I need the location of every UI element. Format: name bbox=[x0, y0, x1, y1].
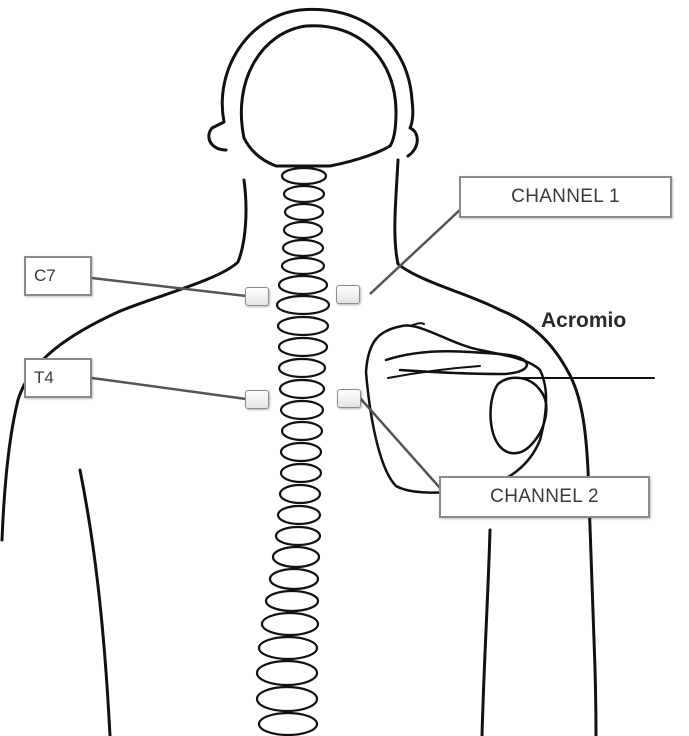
vertebra bbox=[276, 315, 330, 337]
vertebra bbox=[257, 711, 319, 736]
head-outline bbox=[207, 7, 419, 158]
vertebra bbox=[280, 420, 324, 442]
channel-2-label: CHANNEL 2 bbox=[439, 476, 650, 518]
vertebra bbox=[257, 635, 319, 661]
vertebra bbox=[280, 256, 326, 276]
vertebra bbox=[279, 399, 325, 421]
c7-label: C7 bbox=[24, 256, 92, 296]
vertebra bbox=[283, 202, 325, 222]
vertebra bbox=[260, 611, 320, 637]
acromion-process bbox=[384, 350, 529, 376]
hair-line bbox=[239, 24, 398, 148]
vertebra bbox=[274, 525, 322, 547]
vertebra bbox=[264, 589, 320, 613]
c7-leader-line bbox=[91, 276, 247, 298]
channel1-leader-line bbox=[369, 207, 463, 295]
electrode-pad-icon bbox=[245, 390, 269, 409]
vertebra bbox=[271, 545, 321, 569]
vertebra bbox=[275, 294, 331, 316]
vertebra bbox=[280, 166, 328, 186]
humerus-head bbox=[489, 376, 548, 455]
vertebra bbox=[279, 462, 323, 484]
electrode-pad-icon bbox=[336, 285, 360, 304]
vertebra bbox=[278, 378, 326, 400]
clavicle-line bbox=[409, 322, 425, 327]
vertebra bbox=[277, 357, 327, 379]
electrode-pad-icon bbox=[337, 389, 361, 408]
vertebra bbox=[277, 274, 329, 296]
neck-right bbox=[393, 158, 590, 472]
electrode-pad-icon bbox=[245, 287, 269, 306]
spine-of-scapula bbox=[387, 365, 481, 379]
vertebra bbox=[282, 184, 326, 204]
t4-label: T4 bbox=[24, 358, 92, 398]
channel2-leader-line bbox=[359, 397, 441, 489]
neck-left bbox=[0, 178, 248, 542]
channel-1-label: CHANNEL 1 bbox=[459, 176, 672, 218]
right-torso-line bbox=[480, 528, 492, 736]
t4-leader-line bbox=[91, 376, 247, 401]
left-arm-line bbox=[78, 468, 112, 736]
vertebra bbox=[277, 336, 329, 358]
spine-column bbox=[255, 166, 331, 736]
vertebra bbox=[255, 685, 319, 713]
vertebra bbox=[279, 441, 323, 463]
vertebra bbox=[268, 567, 320, 591]
vertebra bbox=[255, 659, 319, 687]
vertebra bbox=[278, 483, 322, 505]
vertebra bbox=[276, 504, 322, 526]
acromio-label: Acromio bbox=[541, 309, 627, 332]
vertebra bbox=[282, 220, 324, 240]
jaw-line bbox=[242, 136, 392, 168]
vertebra bbox=[281, 238, 325, 258]
